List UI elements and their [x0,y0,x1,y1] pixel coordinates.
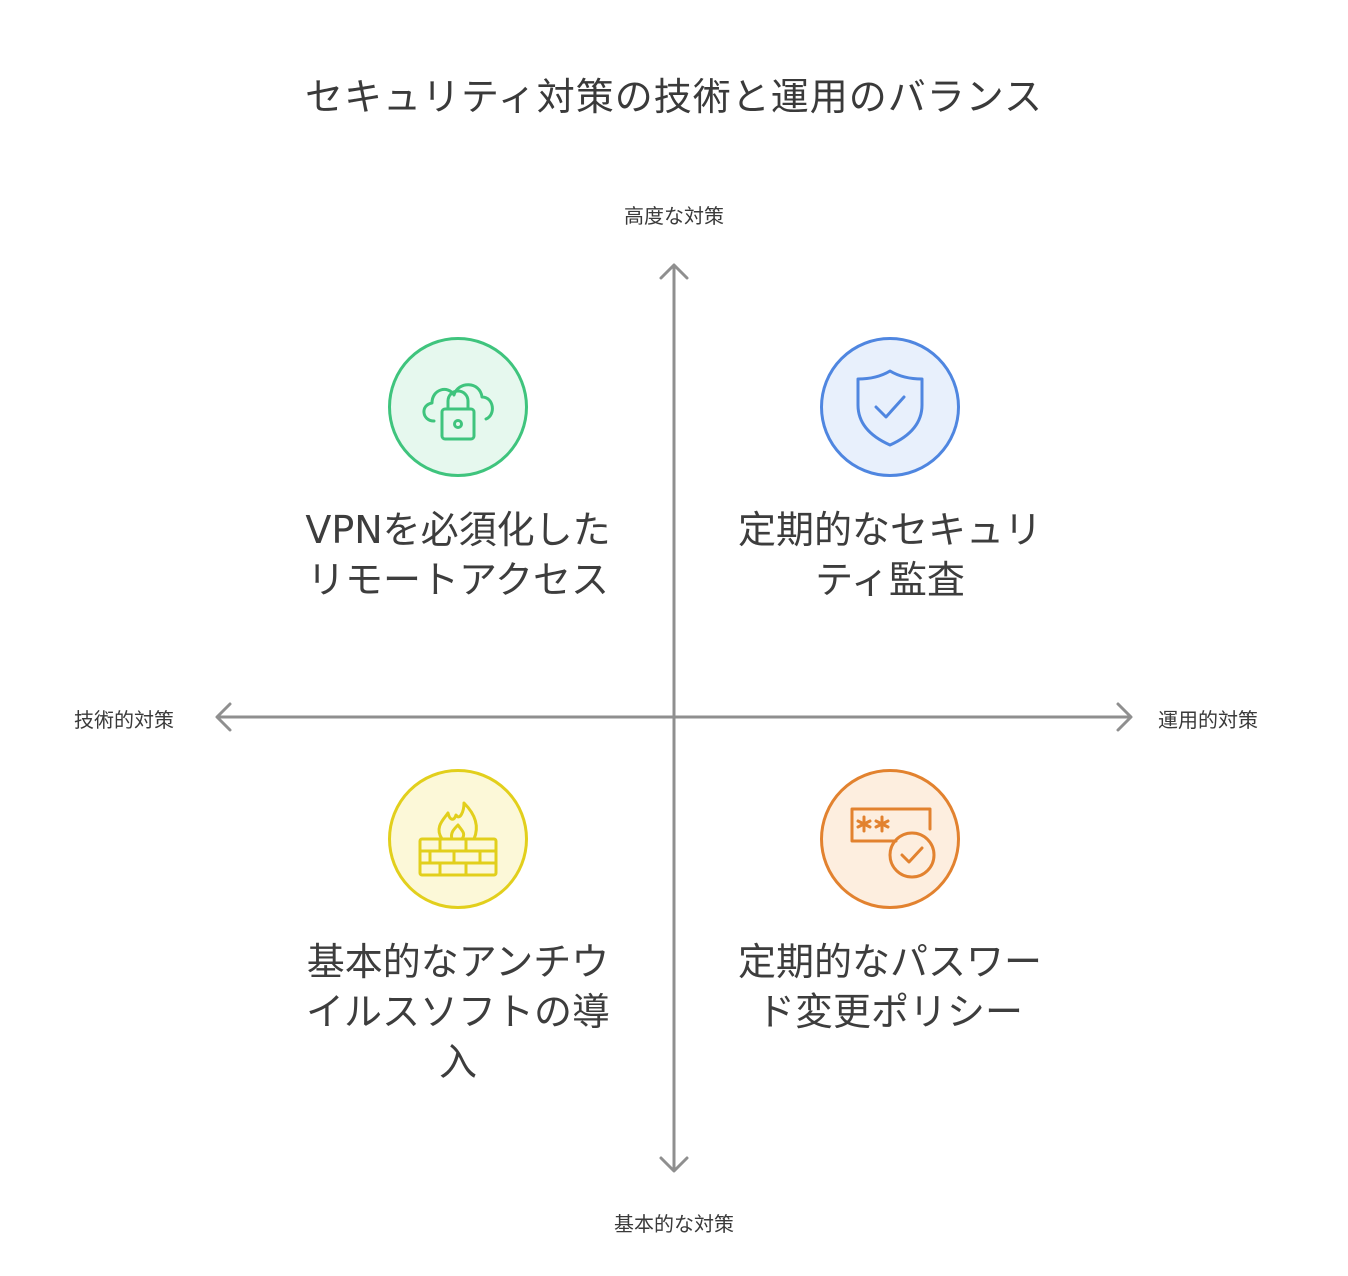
axis-label-left: 技術的対策 [74,708,174,732]
firewall-icon [388,769,528,909]
diagram-title: セキュリティ対策の技術と運用のバランス [305,75,1043,119]
quadrant-top-right: 定期的なセキュリティ監査 [680,337,1100,605]
axis-label-right: 運用的対策 [1158,708,1258,732]
quadrant-bottom-left: 基本的なアンチウイルスソフトの導入 [248,769,668,1087]
quadrant-label-top-left: VPNを必須化したリモートアクセス [305,508,611,602]
cloud-lock-icon [388,337,528,477]
quadrant-top-left: VPNを必須化したリモートアクセス [248,337,668,605]
axis-label-bottom: 基本的な対策 [614,1212,734,1236]
quadrant-label-bottom-left: 基本的なアンチウイルスソフトの導入 [305,940,610,1084]
arrow-down-icon [659,1156,689,1173]
arrow-right-icon [1116,702,1133,732]
arrow-left-icon [215,702,232,732]
shield-check-icon [820,337,960,477]
quadrant-label-bottom-right: 定期的なパスワード変更ポリシー [737,940,1042,1034]
quadrant-bottom-right: 定期的なパスワード変更ポリシー [680,769,1100,1037]
axis-label-top: 高度な対策 [624,204,724,228]
arrow-up-icon [659,263,689,280]
quadrant-label-top-right: 定期的なセキュリティ監査 [737,508,1042,602]
password-check-icon [820,769,960,909]
